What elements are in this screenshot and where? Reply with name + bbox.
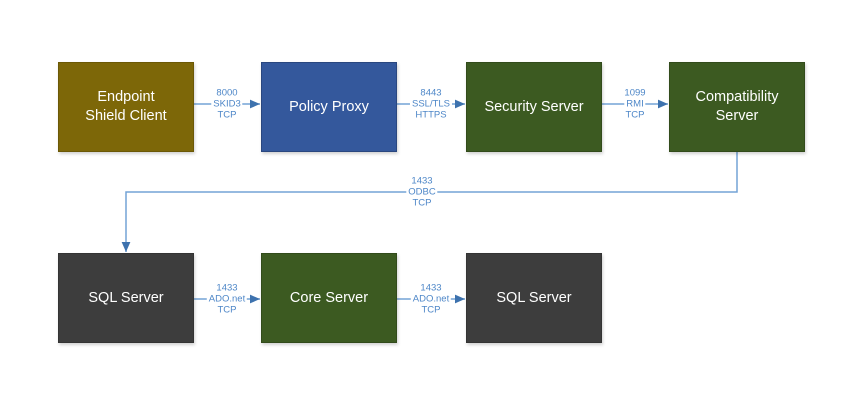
node-label: Policy Proxy [289, 98, 369, 115]
node-label: Endpoint Shield Client [85, 89, 167, 124]
node-label: Security Server [484, 98, 584, 115]
node-sql-server-2: SQL Server [466, 253, 602, 343]
transport-name: TCP [412, 197, 432, 209]
connector-label-compat-to-sql-server-1: 1433 ODBC TCP [406, 175, 438, 209]
transport-name: TCP [217, 109, 237, 121]
protocol-name: RMI [624, 98, 646, 110]
protocol-name: SSL/TLS [409, 98, 453, 110]
node-core-server: Core Server [261, 253, 397, 343]
node-sql-server-1: SQL Server [58, 253, 194, 343]
node-label: SQL Server [88, 289, 164, 306]
node-compatibility-server: Compatibility Server [669, 62, 805, 152]
transport-name: TCP [421, 304, 441, 316]
node-label: SQL Server [496, 289, 572, 306]
node-policy-proxy: Policy Proxy [261, 62, 397, 152]
port-number: 8000 [216, 87, 238, 99]
connector-label-core-to-sql-server-2: 1433 ADO.net TCP [410, 282, 452, 316]
connector-label-esc-to-policy-proxy: 8000 SKID3 TCP [211, 87, 243, 121]
protocol-name: ODBC [406, 186, 438, 198]
port-number: 1433 [420, 282, 442, 294]
protocol-name: ADO.net [206, 293, 248, 305]
transport-name: TCP [217, 304, 237, 316]
protocol-name: ADO.net [410, 293, 452, 305]
connector-label-security-to-compat: 1099 RMI TCP [624, 87, 646, 121]
port-number: 1099 [624, 87, 646, 99]
node-label: Compatibility Server [695, 89, 779, 124]
connector-label-proxy-to-security: 8443 SSL/TLS HTTPS [409, 87, 453, 121]
node-security-server: Security Server [466, 62, 602, 152]
transport-name: HTTPS [415, 109, 447, 121]
transport-name: TCP [625, 109, 645, 121]
port-number: 1433 [216, 282, 238, 294]
port-number: 1433 [411, 175, 433, 187]
protocol-name: SKID3 [211, 98, 243, 110]
connector-label-sql-server-1-to-core: 1433 ADO.net TCP [206, 282, 248, 316]
node-endpoint-shield-client: Endpoint Shield Client [58, 62, 194, 152]
node-label: Core Server [289, 289, 369, 306]
port-number: 8443 [420, 87, 442, 99]
